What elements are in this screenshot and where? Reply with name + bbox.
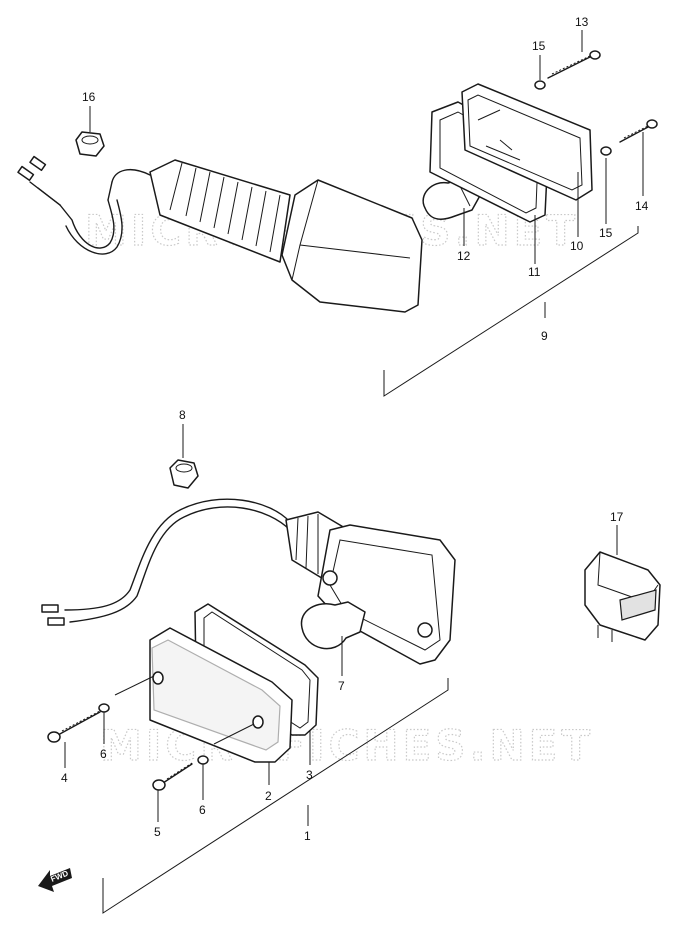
callout-5: 5 [154, 825, 161, 839]
callout-1: 1 [304, 829, 311, 843]
callout-11: 11 [528, 265, 541, 279]
callout-6a: 6 [100, 747, 107, 761]
callout-3: 3 [306, 768, 313, 782]
callout-15a: 15 [532, 39, 546, 53]
callout-12: 12 [457, 249, 471, 263]
callout-4: 4 [61, 771, 68, 785]
callout-7: 7 [338, 679, 345, 693]
forward-arrow-icon: FWD [38, 868, 72, 892]
callout-10: 10 [570, 239, 584, 253]
upper-lens [461, 83, 593, 201]
upper-nut [75, 131, 105, 157]
upper-leader-lines [89, 30, 644, 397]
lower-washer-a [98, 703, 110, 713]
callout-16: 16 [82, 90, 96, 104]
callout-17: 17 [610, 510, 624, 524]
lower-screw-4 [47, 710, 101, 743]
upper-washer-b [600, 146, 612, 156]
upper-screw-13 [547, 50, 601, 79]
lower-leader-lines [64, 424, 618, 914]
lower-washer-b [197, 755, 209, 765]
callout-2: 2 [265, 789, 272, 803]
lower-lens [149, 627, 293, 763]
callout-6b: 6 [199, 803, 206, 817]
callout-14: 14 [635, 199, 649, 213]
callout-15b: 15 [599, 226, 613, 240]
lower-wire-harness [41, 498, 291, 626]
upper-wire-harness [17, 155, 151, 255]
upper-washer-a [534, 80, 546, 90]
upper-turn-signal-stem [149, 159, 291, 263]
lower-bulb [300, 601, 366, 650]
callout-labels: 1 2 3 4 5 6 6 7 8 9 10 11 12 13 14 15 15… [61, 15, 649, 843]
upper-screw-14 [619, 119, 658, 143]
flasher-relay [584, 551, 661, 642]
callout-8: 8 [179, 408, 186, 422]
upper-lamp-housing [281, 179, 423, 313]
callout-9: 9 [541, 329, 548, 343]
lower-screw-5 [152, 762, 193, 791]
upper-lens-gasket [429, 101, 549, 223]
callout-13: 13 [575, 15, 589, 29]
lower-nut [169, 459, 199, 489]
lower-lamp-housing [317, 524, 456, 665]
